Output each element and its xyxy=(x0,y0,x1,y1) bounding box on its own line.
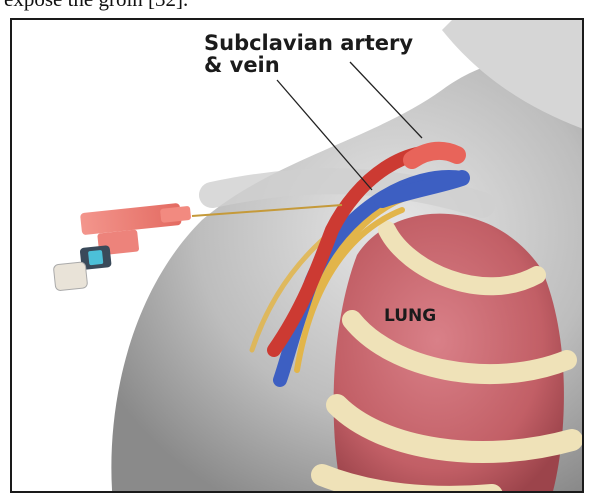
anatomy-drawing xyxy=(12,20,584,493)
lung-label: LUNG xyxy=(384,306,436,326)
vessel-label: Subclavian artery & vein xyxy=(204,32,413,76)
vessel-label-line1: Subclavian artery xyxy=(204,32,413,54)
vessel-label-line2: & vein xyxy=(204,54,413,76)
anatomy-illustration: Subclavian artery & vein LUNG xyxy=(10,18,584,493)
figure-caption: expose the groin [32]. xyxy=(4,0,188,12)
catheter-connector xyxy=(52,245,114,291)
